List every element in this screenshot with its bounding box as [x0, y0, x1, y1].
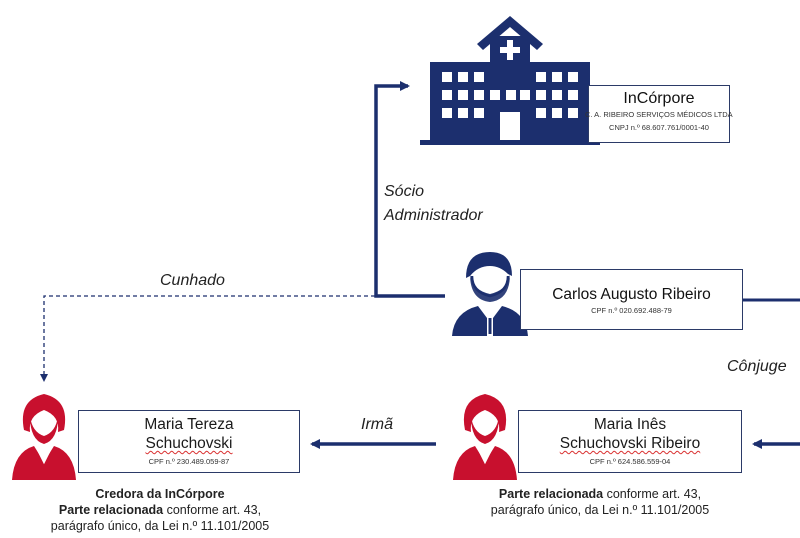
maria-tereza-box: Maria Tereza Schuchovski CPF n.º 230.489…	[78, 410, 300, 473]
maria-ines-name-line2: Schuchovski Ribeiro	[559, 435, 701, 452]
company-box: InCórpore C. A. RIBEIRO SERVIÇOS MÉDICOS…	[585, 85, 733, 143]
maria-ines-caption: Parte relacionada conforme art. 43, pará…	[490, 487, 710, 517]
cunhado-label: Cunhado	[160, 272, 225, 289]
maria-ines-box: Maria Inês Schuchovski Ribeiro CPF n.º 6…	[518, 410, 742, 473]
maria-tereza-name-line1: Maria Tereza	[144, 416, 234, 433]
maria-tereza-cpf: CPF n.º 230.489.059-87	[148, 457, 230, 466]
maria-tereza-caption: Credora da InCórpore Parte relacionada c…	[50, 487, 270, 533]
company-name: InCórpore	[623, 90, 695, 107]
conjuge-label: Cônjuge	[727, 358, 787, 375]
socio-label: Sócio Administrador	[384, 183, 483, 224]
carlos-box: Carlos Augusto Ribeiro CPF n.º 020.692.4…	[520, 269, 743, 330]
socio-connector	[374, 81, 445, 298]
carlos-name: Carlos Augusto Ribeiro	[552, 286, 711, 303]
carlos-cpf: CPF n.º 020.692.488-79	[591, 306, 672, 315]
irma-label: Irmã	[361, 416, 393, 433]
maria-tereza-name-line2: Schuchovski	[145, 435, 233, 452]
company-cnpj: CNPJ n.º 68.607.761/0001-40	[609, 123, 709, 132]
cunhado-connector	[40, 295, 445, 382]
company-legal-name: C. A. RIBEIRO SERVIÇOS MÉDICOS LTDA	[585, 110, 733, 119]
maria-ines-name-line1: Maria Inês	[593, 416, 667, 433]
maria-ines-cpf: CPF n.º 624.586.559-04	[589, 457, 671, 466]
